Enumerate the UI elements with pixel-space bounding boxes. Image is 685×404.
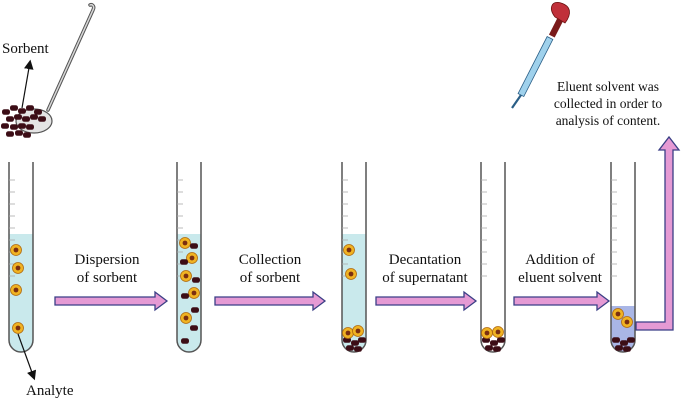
step-3-line-2: of supernatant (382, 270, 468, 286)
process-arrow-3 (375, 290, 478, 312)
test-tube-3 (341, 162, 367, 353)
test-tube-4 (480, 162, 506, 353)
process-arrow-4 (513, 290, 611, 312)
process-arrow-1 (54, 290, 169, 312)
step-3-label: Decantation of supernatant (370, 251, 480, 287)
result-label: Eluent solvent was collected in order to… (535, 78, 681, 129)
step-4-line-1: Addition of (525, 252, 595, 268)
process-arrow-2 (214, 290, 327, 312)
spoon-icon (15, 3, 96, 134)
step-4-label: Addition of eluent solvent (508, 251, 612, 287)
step-2-line-2: of sorbent (239, 270, 301, 286)
analyte-label: Analyte (26, 383, 74, 399)
step-1-line-1: Dispersion (74, 252, 140, 268)
step-2-label: Collection of sorbent (220, 251, 320, 287)
test-tube-2 (176, 162, 202, 353)
step-3-line-1: Decantation (388, 252, 462, 268)
step-1-label: Dispersion of sorbent (57, 251, 157, 287)
step-4-line-2: eluent solvent (518, 270, 602, 286)
result-line-2: collected in order to (553, 96, 663, 111)
result-line-3: analysis of content. (555, 113, 661, 128)
test-tube-5 (610, 162, 636, 353)
analyte-pointer (17, 333, 37, 381)
result-line-1: Eluent solvent was (557, 79, 659, 94)
test-tube-1 (8, 162, 34, 353)
step-1-line-2: of sorbent (76, 270, 138, 286)
collection-arrow (635, 135, 681, 331)
sorbent-pointer (21, 59, 34, 109)
step-2-line-1: Collection (238, 252, 302, 268)
sorbent-label: Sorbent (2, 41, 49, 57)
pipette-icon (511, 1, 570, 109)
